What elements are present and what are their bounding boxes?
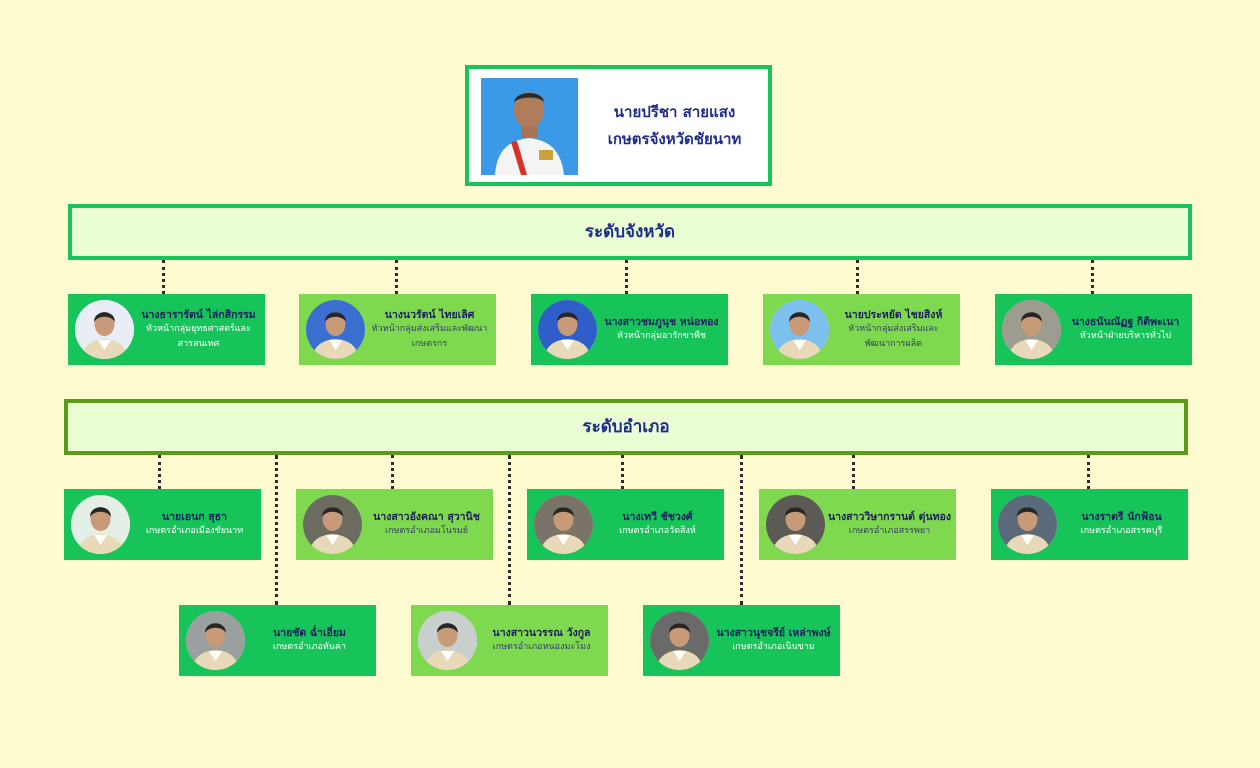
person-card: นางสาวชมภูนุช หน่อทองหัวหน้ากลุ่มอารักขา… bbox=[531, 294, 728, 365]
connector-line bbox=[1087, 455, 1090, 489]
person-name: นางสาวชมภูนุช หน่อทอง bbox=[604, 316, 719, 328]
person-photo-icon bbox=[418, 611, 477, 670]
person-info: นางเทวี ชัชวงศ์เกษตรอำเภอวัดสิงห์ bbox=[595, 489, 720, 560]
person-photo-icon bbox=[766, 495, 825, 554]
person-position: หัวหน้ากลุ่มส่งเสริมและพัฒนาเกษตรกร bbox=[371, 323, 488, 349]
connector-line bbox=[162, 260, 165, 294]
person-info: นางสาวนวรรณ วังกูลเกษตรอำเภอหนองมะโมง bbox=[479, 605, 604, 676]
person-photo-icon bbox=[998, 495, 1057, 554]
person-info: นางราตรี นักฟ้อนเกษตรอำเภอสรรคบุรี bbox=[1059, 489, 1184, 560]
person-photo-icon bbox=[303, 495, 362, 554]
person-name: นางธนันณัฏฐ กิติพะเนา bbox=[1071, 316, 1180, 328]
person-info: นางธนันณัฏฐ กิติพะเนาหัวหน้าฝ่ายบริหารทั… bbox=[1063, 294, 1188, 365]
person-photo-icon bbox=[71, 495, 130, 554]
person-position: หัวหน้ากลุ่มยุทธศาสตร์และสารสนเทศ bbox=[146, 323, 251, 349]
person-card: นางนวรัตน์ ไทยเลิศหัวหน้ากลุ่มส่งเสริมแล… bbox=[299, 294, 496, 365]
person-position: เกษตรอำเภอเนินขาม bbox=[732, 642, 815, 652]
person-card: นางสาวอังคณา สุวานิชเกษตรอำเภอมโนรมย์ bbox=[296, 489, 493, 560]
person-photo-icon bbox=[538, 300, 597, 359]
person-position: เกษตรอำเภอสรรคบุรี bbox=[1080, 526, 1163, 536]
person-position: หัวหน้ากลุ่มอารักขาพืช bbox=[616, 331, 706, 341]
person-info: นางสาววิษากรานต์ ตุ่นทองเกษตรอำเภอสรรพยา bbox=[827, 489, 952, 560]
person-name: นางราตรี นักฟ้อน bbox=[1081, 511, 1162, 523]
person-name: นายชัด ฉ่ำเอี่ยม bbox=[273, 627, 346, 639]
person-info: นายเอนก สุธาเกษตรอำเภอเมืองชัยนาท bbox=[132, 489, 257, 560]
person-card: นางสาววิษากรานต์ ตุ่นทองเกษตรอำเภอสรรพยา bbox=[759, 489, 956, 560]
person-name: นางสาวอังคณา สุวานิช bbox=[373, 511, 480, 523]
person-position: หัวหน้าฝ่ายบริหารทั่วไป bbox=[1079, 331, 1172, 341]
person-info: นางสาวอังคณา สุวานิชเกษตรอำเภอมโนรมย์ bbox=[364, 489, 489, 560]
person-position: เกษตรอำเภอมโนรมย์ bbox=[385, 526, 468, 536]
person-info: นางสาวนุชจรีย์ เหล่าพงษ์เกษตรอำเภอเนินขา… bbox=[711, 605, 836, 676]
person-card: นางธนันณัฏฐ กิติพะเนาหัวหน้าฝ่ายบริหารทั… bbox=[995, 294, 1192, 365]
connector-line bbox=[391, 455, 394, 489]
connector-line bbox=[1091, 260, 1094, 294]
connector-line bbox=[856, 260, 859, 294]
person-name: นางธารารัตน์ ไล่กสิกรรม bbox=[141, 308, 256, 321]
connector-line bbox=[395, 260, 398, 294]
chief-title: เกษตรจังหวัดชัยนาท bbox=[607, 130, 742, 148]
person-name: นายประหยัด ไชยสิงห์ bbox=[844, 308, 943, 321]
person-photo-icon bbox=[75, 300, 134, 359]
province-level-banner: ระดับจังหวัด bbox=[68, 204, 1192, 260]
person-name: นางสาวนวรรณ วังกูล bbox=[492, 627, 591, 639]
connector-line bbox=[621, 455, 624, 489]
person-photo-icon bbox=[650, 611, 709, 670]
person-info: นางนวรัตน์ ไทยเลิศหัวหน้ากลุ่มส่งเสริมแล… bbox=[367, 294, 492, 365]
connector-line bbox=[508, 455, 511, 605]
district-level-banner: ระดับอำเภอ bbox=[64, 399, 1188, 455]
person-photo-icon bbox=[306, 300, 365, 359]
connector-line bbox=[625, 260, 628, 294]
person-card: นางสาวนุชจรีย์ เหล่าพงษ์เกษตรอำเภอเนินขา… bbox=[643, 605, 840, 676]
person-card: นางราตรี นักฟ้อนเกษตรอำเภอสรรคบุรี bbox=[991, 489, 1188, 560]
person-photo-icon bbox=[186, 611, 245, 670]
person-position: เกษตรอำเภอหนองมะโมง bbox=[492, 642, 591, 652]
person-card: นายประหยัด ไชยสิงห์หัวหน้ากลุ่มส่งเสริมแ… bbox=[763, 294, 960, 365]
person-info: นางสาวชมภูนุช หน่อทองหัวหน้ากลุ่มอารักขา… bbox=[599, 294, 724, 365]
person-name: นางสาวนุชจรีย์ เหล่าพงษ์ bbox=[716, 627, 831, 639]
person-photo-icon bbox=[770, 300, 829, 359]
person-card: นายชัด ฉ่ำเอี่ยมเกษตรอำเภอหันคา bbox=[179, 605, 376, 676]
person-card: นางสาวนวรรณ วังกูลเกษตรอำเภอหนองมะโมง bbox=[411, 605, 608, 676]
person-position: หัวหน้ากลุ่มส่งเสริมและพัฒนาการผลิต bbox=[848, 323, 939, 349]
person-info: นายชัด ฉ่ำเอี่ยมเกษตรอำเภอหันคา bbox=[247, 605, 372, 676]
person-card: นางธารารัตน์ ไล่กสิกรรมหัวหน้ากลุ่มยุทธศ… bbox=[68, 294, 265, 365]
person-info: นายประหยัด ไชยสิงห์หัวหน้ากลุ่มส่งเสริมแ… bbox=[831, 294, 956, 365]
person-name: นางนวรัตน์ ไทยเลิศ bbox=[384, 308, 475, 321]
connector-line bbox=[852, 455, 855, 489]
person-position: เกษตรอำเภอเมืองชัยนาท bbox=[145, 526, 244, 536]
person-position: เกษตรอำเภอวัดสิงห์ bbox=[619, 526, 696, 536]
chief-card: นายปรีชา สายแสง เกษตรจังหวัดชัยนาท bbox=[465, 65, 772, 186]
chief-photo bbox=[481, 78, 578, 175]
person-card: นายเอนก สุธาเกษตรอำเภอเมืองชัยนาท bbox=[64, 489, 261, 560]
person-position: เกษตรอำเภอหันคา bbox=[272, 642, 347, 652]
chief-portrait-icon bbox=[481, 78, 578, 175]
connector-line bbox=[275, 455, 278, 605]
person-position: เกษตรอำเภอสรรพยา bbox=[848, 526, 931, 536]
person-name: นายเอนก สุธา bbox=[161, 511, 228, 523]
person-name: นางเทวี ชัชวงศ์ bbox=[622, 511, 693, 523]
connector-line bbox=[158, 455, 161, 489]
person-info: นางธารารัตน์ ไล่กสิกรรมหัวหน้ากลุ่มยุทธศ… bbox=[136, 294, 261, 365]
person-name: นางสาววิษากรานต์ ตุ่นทอง bbox=[827, 511, 951, 523]
connector-line bbox=[740, 455, 743, 605]
person-photo-icon bbox=[1002, 300, 1061, 359]
person-card: นางเทวี ชัชวงศ์เกษตรอำเภอวัดสิงห์ bbox=[527, 489, 724, 560]
person-photo-icon bbox=[534, 495, 593, 554]
chief-name: นายปรีชา สายแสง bbox=[613, 103, 736, 121]
